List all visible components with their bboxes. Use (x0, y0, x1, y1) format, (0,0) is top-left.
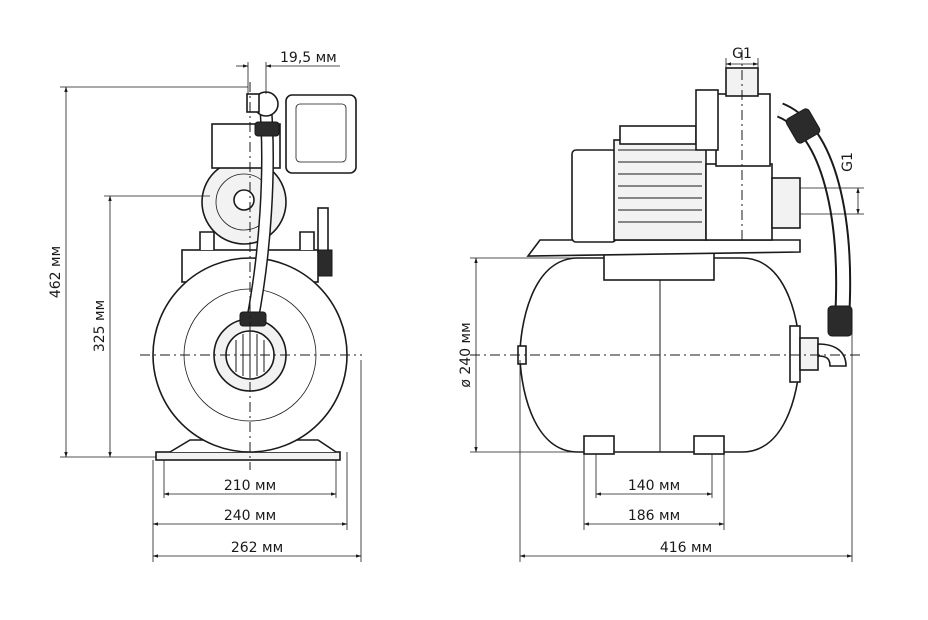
side-base-frame (526, 239, 801, 257)
label-186: 186 мм (628, 508, 680, 524)
side-motor-body (613, 139, 707, 241)
side-hose-lower-fitting (827, 305, 853, 337)
label-diameter: ø 240 мм (458, 322, 474, 387)
side-hose-upper-fitting (785, 108, 821, 144)
label-462: 462 мм (48, 246, 64, 298)
side-outlet-block (715, 93, 771, 167)
label-210: 210 мм (224, 478, 276, 494)
side-flange-nut (799, 337, 819, 371)
side-dimensions (470, 58, 864, 562)
label-19-5: 19,5 мм (280, 50, 337, 66)
side-terminal-box (619, 125, 697, 145)
front-volute-hub (233, 189, 255, 211)
dimension-labels: 19,5 мм 462 мм 325 мм 210 мм 240 мм 262 … (48, 46, 856, 556)
front-outlet-stub (246, 93, 260, 113)
side-membrane-flange (789, 325, 801, 383)
front-frame-post (317, 207, 329, 253)
front-dimensions (60, 62, 362, 562)
front-hose-lower-fitting (239, 311, 267, 327)
front-frame-legs (199, 231, 315, 250)
side-motor-endcap (571, 149, 617, 243)
side-view (470, 50, 860, 455)
side-foot-left (583, 435, 615, 455)
label-g1-side: G1 (840, 152, 856, 172)
label-325: 325 мм (92, 300, 108, 352)
side-inlet-port (771, 177, 801, 229)
label-240: 240 мм (224, 508, 276, 524)
label-g1-top: G1 (732, 46, 752, 62)
side-motor-fins (618, 149, 702, 223)
front-cable-gland (317, 249, 333, 277)
side-foot-right (693, 435, 725, 455)
front-switch-cover (295, 103, 347, 163)
front-hose-upper-fitting (254, 121, 280, 137)
side-pressure-switch (695, 89, 719, 151)
label-416: 416 мм (660, 540, 712, 556)
front-base-plate (155, 451, 341, 461)
side-pump-head (705, 163, 773, 241)
front-view (140, 82, 362, 470)
label-140: 140 мм (628, 478, 680, 494)
label-262: 262 мм (231, 540, 283, 556)
front-pressure-switch (285, 94, 357, 174)
